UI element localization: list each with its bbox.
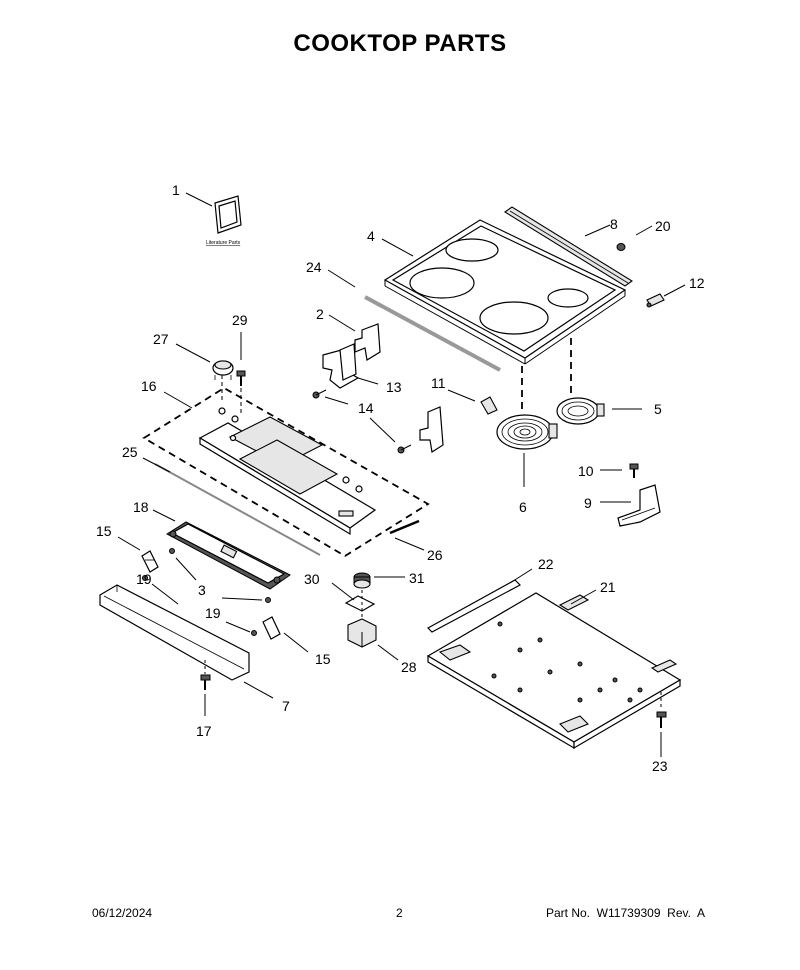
callout-numbers: 1 2 3 4 5 6 7 8 9 10 11 12 13 14 15 15 1… bbox=[96, 182, 705, 774]
part-4-cooktop bbox=[383, 219, 627, 365]
callout-16: 16 bbox=[141, 378, 157, 394]
part-25-rod bbox=[154, 463, 321, 556]
callout-17: 17 bbox=[196, 723, 212, 739]
footer-page-number: 2 bbox=[396, 906, 403, 920]
callout-8: 8 bbox=[610, 216, 618, 232]
callout-10: 10 bbox=[578, 463, 594, 479]
callout-9: 9 bbox=[584, 495, 592, 511]
callout-11: 11 bbox=[431, 375, 446, 391]
part-6-element-large bbox=[496, 366, 558, 450]
callout-5: 5 bbox=[654, 401, 662, 417]
part-11-clip bbox=[480, 396, 498, 415]
callout-1: 1 bbox=[172, 182, 180, 198]
part-5-element-small bbox=[556, 338, 605, 425]
part-26-strip bbox=[389, 519, 420, 535]
page-title: COOKTOP PARTS bbox=[293, 30, 507, 57]
part-14-screws bbox=[312, 389, 412, 454]
callout-31: 31 bbox=[409, 570, 425, 586]
literature-parts-label: Literature Parts bbox=[206, 240, 241, 246]
part-23-screw bbox=[656, 692, 667, 728]
callout-14: 14 bbox=[358, 400, 374, 416]
callout-30: 30 bbox=[304, 571, 320, 587]
callout-13: 13 bbox=[386, 379, 402, 395]
callout-22: 22 bbox=[538, 556, 554, 572]
callout-18: 18 bbox=[133, 499, 149, 515]
callout-15-left: 15 bbox=[96, 523, 112, 539]
callout-4: 4 bbox=[367, 228, 375, 244]
part-12-terminal bbox=[646, 293, 665, 308]
part-8-rear-trim bbox=[504, 206, 633, 287]
callout-23: 23 bbox=[652, 758, 668, 774]
callout-19-left: 19 bbox=[136, 571, 152, 587]
callout-25: 25 bbox=[122, 444, 138, 460]
callout-12: 12 bbox=[689, 275, 705, 291]
part-1-literature: Literature Parts bbox=[185, 192, 242, 246]
part-19-screws bbox=[142, 575, 257, 636]
part-3-screws bbox=[169, 548, 271, 603]
part-21-burner-box bbox=[426, 592, 682, 750]
part-31-cap bbox=[353, 572, 371, 589]
callout-7: 7 bbox=[282, 698, 290, 714]
part-29-screw bbox=[236, 370, 246, 415]
part-17-screw bbox=[200, 660, 211, 690]
callout-24: 24 bbox=[306, 259, 322, 275]
callout-27: 27 bbox=[153, 331, 169, 347]
part-24-strip bbox=[364, 295, 501, 372]
part-30-plate bbox=[344, 590, 376, 622]
footer-date: 06/12/2024 bbox=[92, 906, 153, 920]
callout-3: 3 bbox=[198, 582, 206, 598]
part-2-bracket bbox=[354, 323, 381, 361]
part-13-bracket-left bbox=[322, 343, 360, 389]
footer-part-number: Part No. W11739309 Rev. A bbox=[546, 906, 705, 920]
callout-28: 28 bbox=[401, 659, 417, 675]
callout-19-right: 19 bbox=[205, 605, 221, 621]
callout-26: 26 bbox=[427, 547, 443, 563]
part-13-bracket-right bbox=[419, 406, 444, 453]
callout-15-right: 15 bbox=[315, 651, 331, 667]
part-15-bracket-left bbox=[141, 550, 159, 573]
leader-lines bbox=[117, 224, 686, 757]
part-15-bracket-right bbox=[262, 616, 281, 640]
callout-2: 2 bbox=[316, 306, 324, 322]
callout-6: 6 bbox=[519, 499, 527, 515]
part-7-front-trim bbox=[99, 584, 250, 681]
part-18-control-board bbox=[166, 521, 291, 590]
part-27-knob bbox=[212, 360, 234, 402]
part-28-switch bbox=[347, 618, 377, 648]
callout-29: 29 bbox=[232, 312, 248, 328]
part-22-strip bbox=[427, 579, 521, 633]
callout-20: 20 bbox=[655, 218, 671, 234]
part-16-control-panel-assembly bbox=[142, 386, 430, 558]
callout-21: 21 bbox=[600, 579, 616, 595]
part-10-screw bbox=[629, 463, 639, 478]
part-9-bracket bbox=[617, 484, 661, 527]
part-20-nut bbox=[616, 243, 626, 251]
